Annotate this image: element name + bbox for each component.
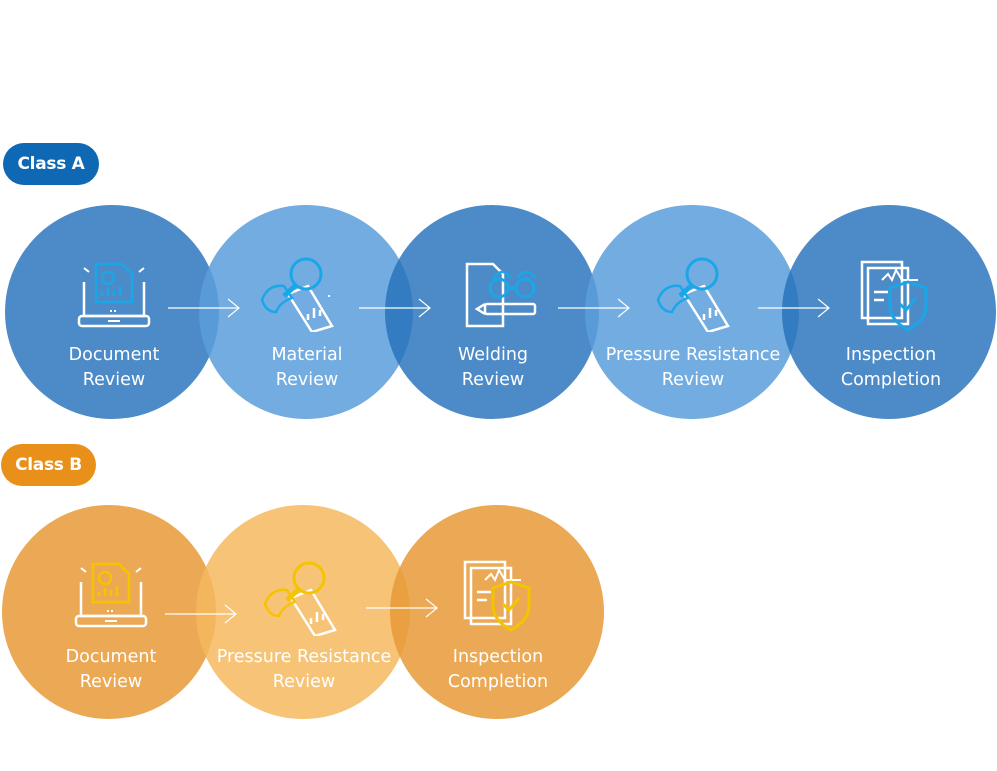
class-b-arrow-1 <box>165 604 237 624</box>
class-b-step-2-circle <box>196 505 410 719</box>
class-a-arrow-1 <box>168 298 240 318</box>
class-a-badge: Class A <box>3 143 99 185</box>
class-b-step-3-circle <box>390 505 604 719</box>
certificate-shield-icon <box>860 260 928 332</box>
class-b-badge: Class B <box>1 444 96 486</box>
welding-goggles-icon <box>465 262 537 328</box>
class-a-step-3-circle <box>385 205 599 419</box>
class-a-step-4-circle <box>585 205 799 419</box>
document-review-icon <box>77 262 151 328</box>
class-b-arrow-2 <box>366 598 438 618</box>
certificate-shield-icon <box>463 560 531 632</box>
document-review-icon <box>74 562 148 628</box>
class-a-arrow-4 <box>758 298 830 318</box>
class-a-step-5-circle <box>782 205 996 419</box>
class-a-arrow-3 <box>558 298 630 318</box>
magnifier-inspection-icon <box>656 257 730 332</box>
magnifier-inspection-icon <box>263 561 337 636</box>
magnifier-inspection-icon <box>260 257 334 332</box>
class-a-arrow-2 <box>359 298 431 318</box>
